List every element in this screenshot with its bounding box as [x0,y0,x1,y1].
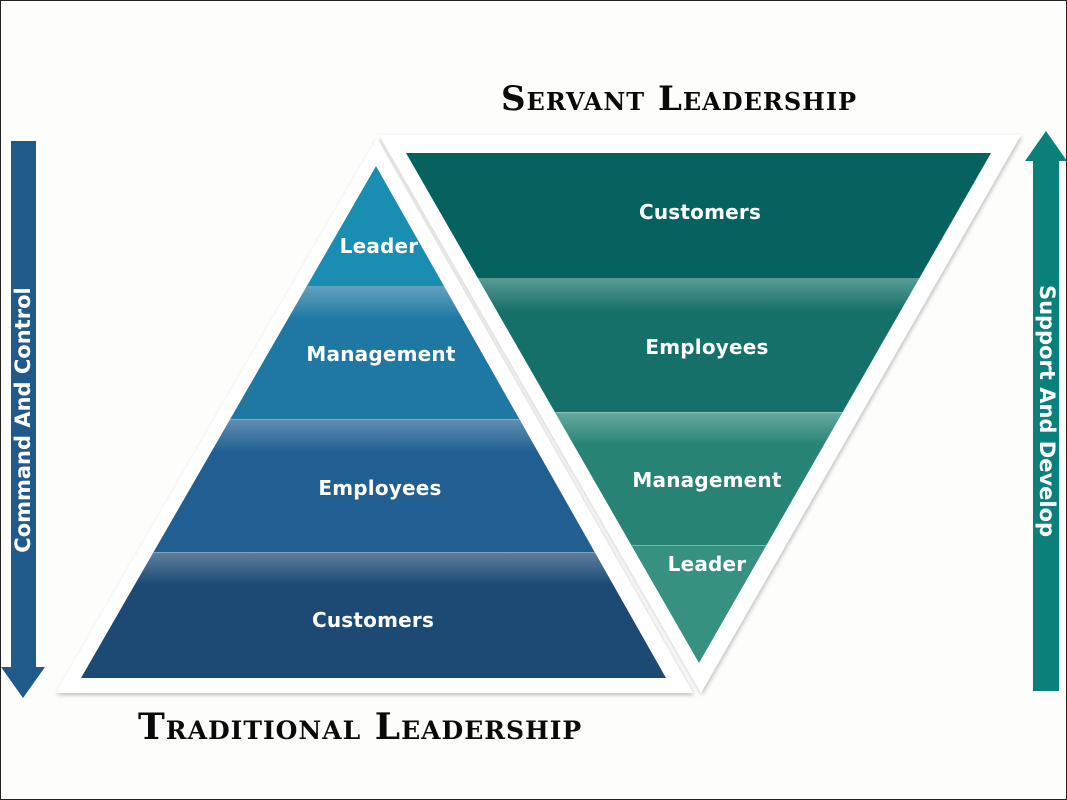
support-and-develop-arrow [1025,131,1066,691]
serv-label-employees: Employees [645,335,769,359]
support-and-develop-label: Support And Develop [1035,284,1059,538]
command-and-control-label: Command And Control [11,287,35,553]
trad-label-management: Management [306,342,456,366]
serv-level-customers [406,153,991,279]
trad-label-customers: Customers [311,608,435,632]
serv-label-management: Management [632,468,782,492]
command-and-control-arrow [1,141,45,698]
servant-leadership-title: Servant Leadership [501,79,858,119]
trad-label-leader: Leader [339,234,419,258]
serv-label-customers: Customers [638,200,762,224]
trad-label-employees: Employees [318,476,442,500]
serv-label-leader: Leader [667,552,747,576]
traditional-leadership-title: Traditional Leadership [138,706,583,748]
